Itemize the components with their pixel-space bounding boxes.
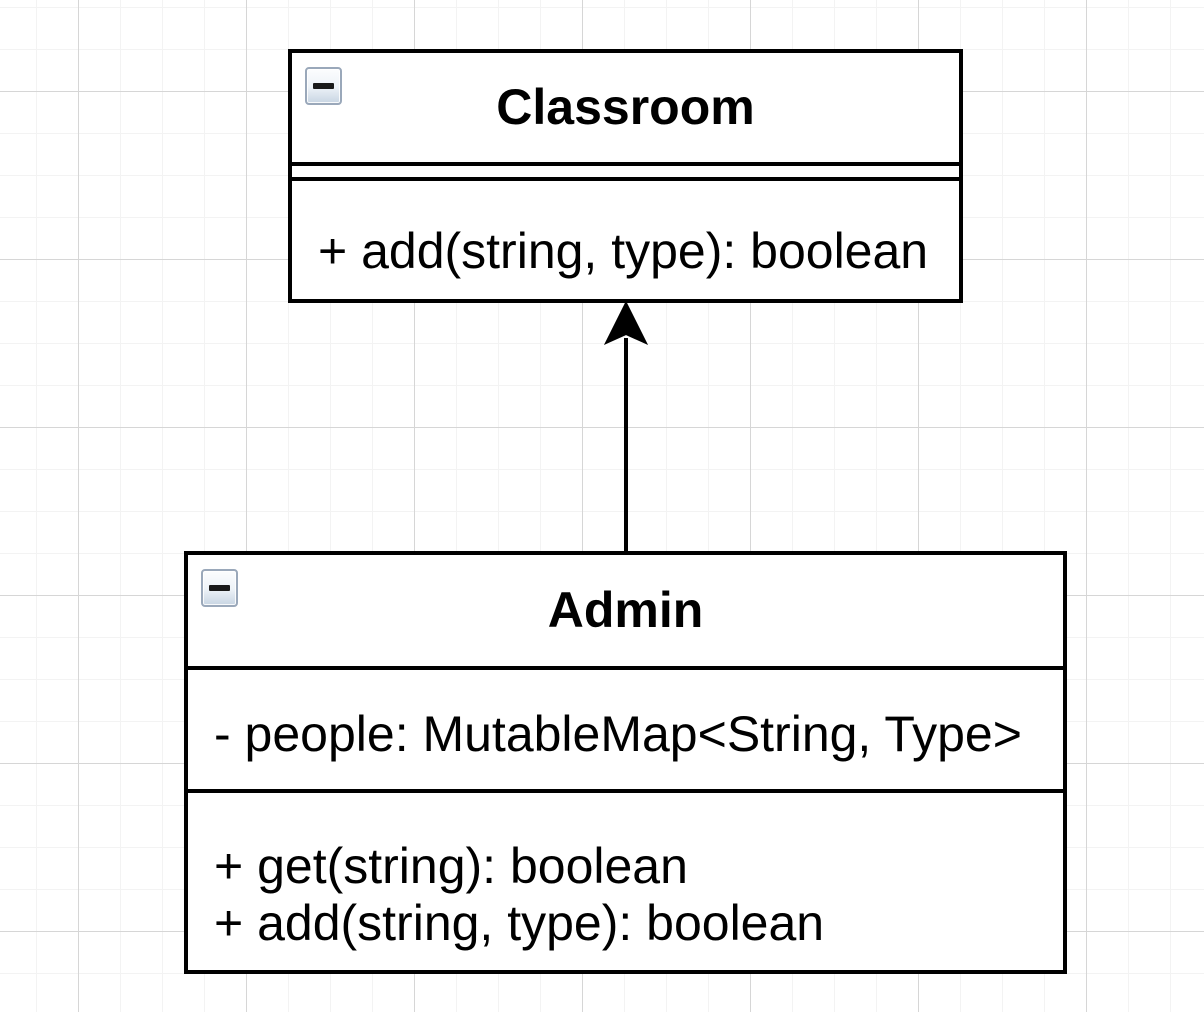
admin-attributes: - people: MutableMap<String, Type>: [188, 670, 1063, 793]
method-line: + get(string): boolean: [214, 838, 688, 894]
minus-glyph: [313, 83, 334, 89]
minus-glyph: [209, 585, 230, 591]
classroom-attributes-empty: [292, 166, 959, 181]
arrowhead-icon: [603, 300, 649, 346]
classroom-header: Classroom: [292, 53, 959, 166]
admin-header: Admin: [188, 555, 1063, 670]
uml-class-admin[interactable]: Admin - people: MutableMap<String, Type>…: [184, 551, 1067, 974]
attribute-line: - people: MutableMap<String, Type>: [214, 706, 1022, 762]
collapse-minus-icon[interactable]: [201, 569, 238, 607]
method-line: + add(string, type): boolean: [214, 895, 825, 951]
classroom-methods: + add(string, type): boolean: [292, 181, 959, 299]
class-title: Classroom: [496, 79, 755, 135]
admin-methods: + get(string): boolean + add(string, typ…: [188, 793, 1063, 970]
uml-class-classroom[interactable]: Classroom + add(string, type): boolean: [288, 49, 963, 303]
collapse-minus-icon[interactable]: [305, 67, 342, 105]
method-line: + add(string, type): boolean: [318, 223, 929, 279]
class-title: Admin: [547, 582, 704, 638]
